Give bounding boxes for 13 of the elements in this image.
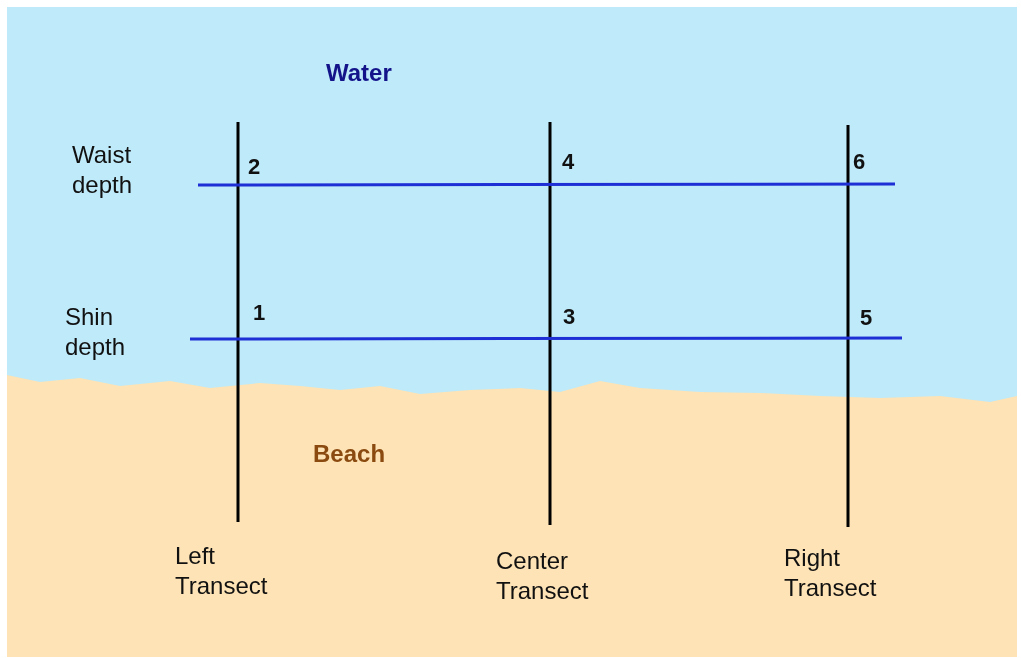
depth-label: Shin depth xyxy=(65,302,127,362)
region-label: Beach xyxy=(313,439,386,469)
site-number: 2 xyxy=(248,153,261,181)
transect-label: Right Transect xyxy=(784,543,878,603)
region-label: Water xyxy=(326,58,392,88)
site-number: 1 xyxy=(253,299,266,327)
site-number: 3 xyxy=(563,303,576,331)
transect-label: Center Transect xyxy=(496,546,590,606)
transect-label: Left Transect xyxy=(175,541,269,601)
site-number: 5 xyxy=(860,304,873,332)
site-number: 4 xyxy=(562,148,575,176)
site-number: 6 xyxy=(853,148,866,176)
depth-label: Waist depth xyxy=(72,140,134,200)
